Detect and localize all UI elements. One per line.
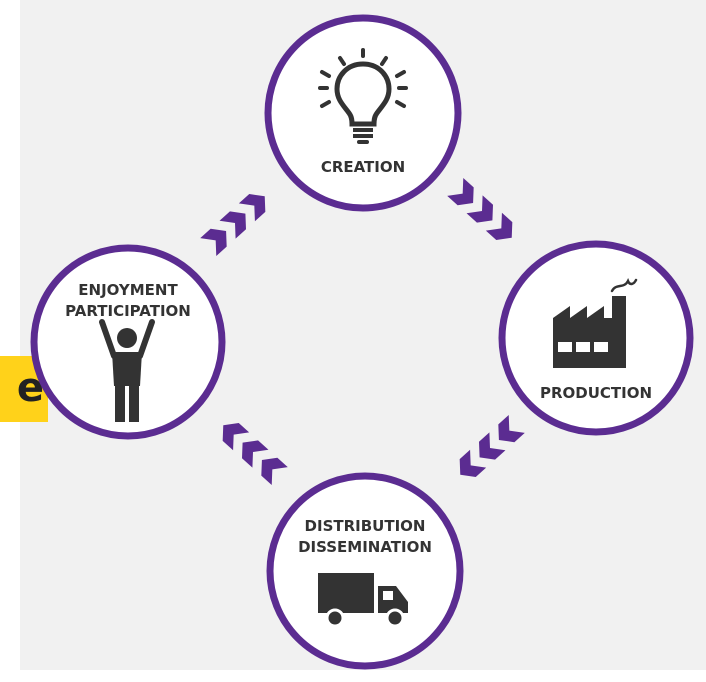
arrow-production-to-distribution (452, 414, 525, 484)
dissemination-label: DISSEMINATION (298, 538, 432, 556)
distribution-label: DISTRIBUTION (305, 517, 426, 535)
node-production: PRODUCTION (498, 240, 694, 436)
node-creation: CREATION (264, 14, 462, 212)
arrow-distribution-to-enjoyment (215, 416, 288, 486)
enjoyment-label: ENJOYMENT (78, 281, 178, 299)
node-distribution: DISTRIBUTION DISSEMINATION (266, 472, 464, 670)
arrow-creation-to-production (447, 177, 520, 247)
truck-icon (318, 573, 408, 628)
production-label: PRODUCTION (540, 384, 652, 402)
arrow-enjoyment-to-creation (200, 187, 273, 257)
participation-label: PARTICIPATION (65, 302, 191, 320)
person-raising-arms-icon (99, 319, 155, 422)
lightbulb-icon (318, 48, 408, 144)
node-enjoyment: ENJOYMENT PARTICIPATION (30, 244, 226, 440)
factory-icon (553, 277, 638, 368)
creation-label: CREATION (321, 158, 405, 176)
